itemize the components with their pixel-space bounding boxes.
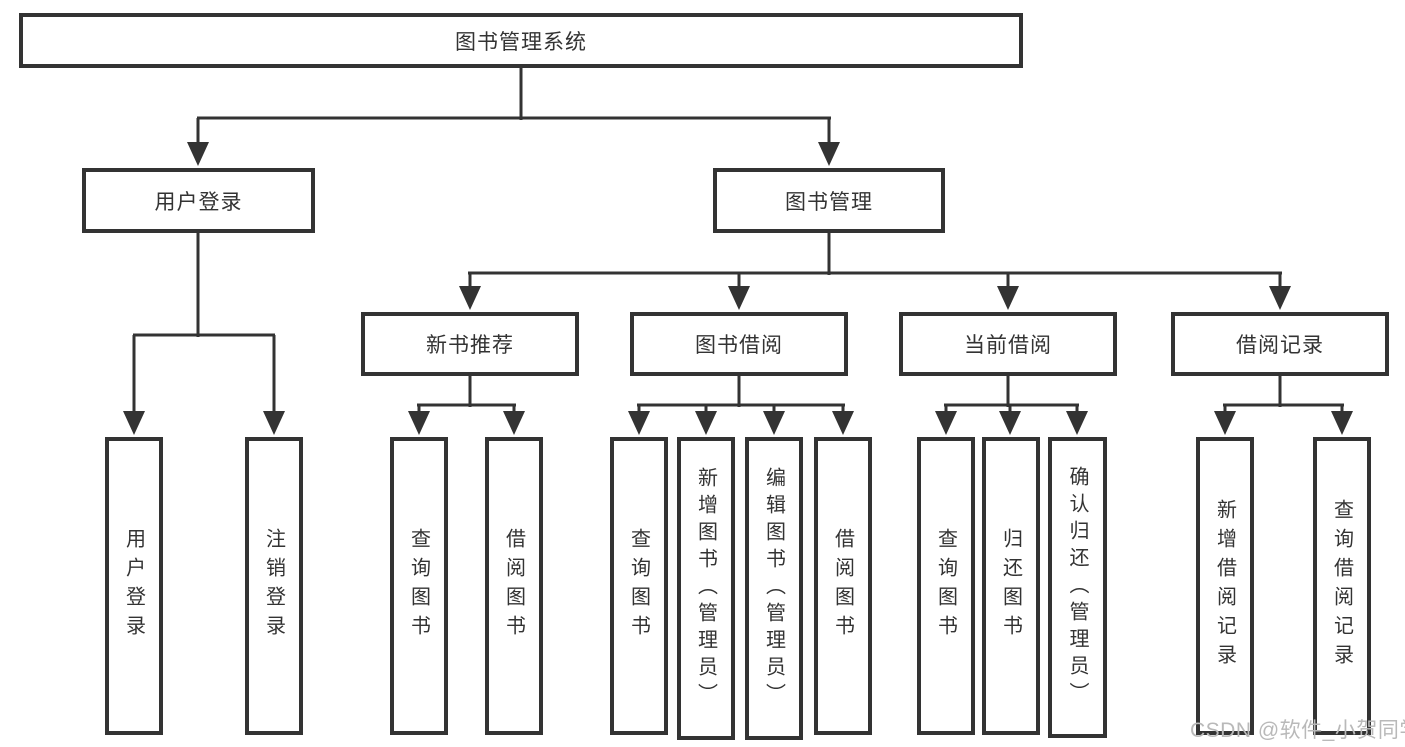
leaf-records-query-record-label: 查询借阅记录 bbox=[1330, 499, 1353, 673]
leaf-borrow-edit-books-admin: 编辑图书（管理员） bbox=[745, 437, 803, 740]
node-root: 图书管理系统 bbox=[19, 13, 1023, 68]
node-new-book-recommend: 新书推荐 bbox=[361, 312, 579, 376]
node-current-borrow-label: 当前借阅 bbox=[964, 334, 1052, 357]
node-book-borrow: 图书借阅 bbox=[630, 312, 848, 376]
leaf-logout-label: 注销登录 bbox=[262, 528, 285, 644]
leaf-current-return-books-label: 归还图书 bbox=[999, 528, 1022, 644]
leaf-recommend-borrow-books: 借阅图书 bbox=[485, 437, 543, 735]
leaf-borrow-query-books-label: 查询图书 bbox=[627, 528, 650, 644]
leaf-borrow-edit-books-admin-label: 编辑图书（管理员） bbox=[762, 467, 785, 710]
node-user-login: 用户登录 bbox=[82, 168, 315, 233]
csdn-watermark: CSDN @软件_小贺同学 bbox=[1190, 719, 1405, 742]
leaf-recommend-borrow-books-label: 借阅图书 bbox=[502, 528, 525, 644]
leaf-current-query-books: 查询图书 bbox=[917, 437, 975, 735]
leaf-borrow-add-books-admin: 新增图书（管理员） bbox=[677, 437, 735, 740]
node-new-book-recommend-label: 新书推荐 bbox=[426, 334, 514, 357]
leaf-current-return-books: 归还图书 bbox=[982, 437, 1040, 735]
leaf-recommend-query-books: 查询图书 bbox=[390, 437, 448, 735]
leaf-current-confirm-return-admin-label: 确认归还（管理员） bbox=[1066, 466, 1088, 709]
node-current-borrow: 当前借阅 bbox=[899, 312, 1117, 376]
leaf-current-confirm-return-admin: 确认归还（管理员） bbox=[1048, 437, 1107, 738]
leaf-records-query-record: 查询借阅记录 bbox=[1313, 437, 1371, 735]
node-root-label: 图书管理系统 bbox=[455, 30, 587, 54]
node-borrow-records: 借阅记录 bbox=[1171, 312, 1389, 376]
node-user-login-label: 用户登录 bbox=[154, 190, 243, 214]
leaf-borrow-add-books-admin-label: 新增图书（管理员） bbox=[694, 467, 717, 710]
leaf-logout: 注销登录 bbox=[245, 437, 303, 735]
leaf-records-add-record-label: 新增借阅记录 bbox=[1213, 499, 1236, 673]
leaf-borrow-query-books: 查询图书 bbox=[610, 437, 668, 735]
leaf-borrow-borrow-books-label: 借阅图书 bbox=[831, 528, 854, 644]
node-borrow-records-label: 借阅记录 bbox=[1236, 334, 1324, 357]
leaf-recommend-query-books-label: 查询图书 bbox=[407, 528, 430, 644]
leaf-records-add-record: 新增借阅记录 bbox=[1196, 437, 1254, 735]
leaf-borrow-borrow-books: 借阅图书 bbox=[814, 437, 872, 735]
node-book-management: 图书管理 bbox=[713, 168, 945, 233]
node-book-management-label: 图书管理 bbox=[785, 190, 873, 214]
node-book-borrow-label: 图书借阅 bbox=[695, 334, 783, 357]
leaf-current-query-books-label: 查询图书 bbox=[934, 528, 957, 644]
leaf-user-login-label: 用户登录 bbox=[122, 528, 145, 644]
leaf-user-login: 用户登录 bbox=[105, 437, 163, 735]
